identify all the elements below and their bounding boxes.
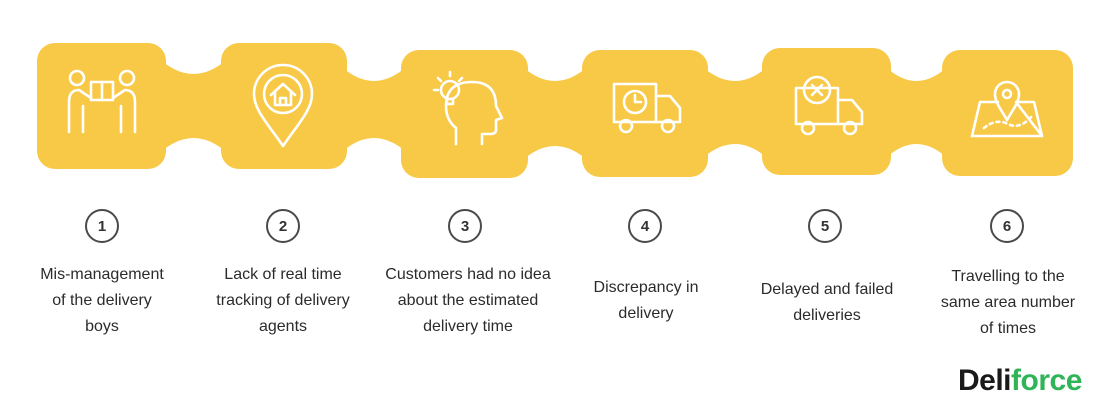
step-5-badge: 5 xyxy=(808,209,842,243)
step-3-badge: 3 xyxy=(448,209,482,243)
step-5-caption: Delayed and failed deliveries xyxy=(760,281,894,324)
step-6-badge: 6 xyxy=(990,209,1024,243)
puzzle-block-6 xyxy=(942,50,1073,176)
delivery-boys-icon xyxy=(67,69,137,134)
head-idea-bulb-icon xyxy=(432,70,504,146)
puzzle-block-4 xyxy=(582,50,708,177)
step-1-badge: 1 xyxy=(85,209,119,243)
step-2-badge: 2 xyxy=(266,209,300,243)
truck-cancel-icon xyxy=(794,75,864,136)
step-4-caption: Discrepancy in delivery xyxy=(593,279,699,322)
puzzle-connector-4 xyxy=(704,68,766,157)
puzzle-block-5 xyxy=(762,48,891,175)
step-3-caption: Customers had no idea about the estimate… xyxy=(385,266,551,335)
step-6-caption: Travelling to the same area number of ti… xyxy=(940,268,1076,337)
step-1-caption: Mis-management of the delivery boys xyxy=(40,266,164,335)
step-2-caption: Lack of real time tracking of delivery a… xyxy=(216,266,350,335)
puzzle-chain xyxy=(37,43,1073,178)
puzzle-connector-1 xyxy=(162,61,225,151)
puzzle-connector-3 xyxy=(524,68,586,159)
delivery-truck-clock-icon xyxy=(612,82,682,134)
puzzle-connector-2 xyxy=(343,68,405,151)
location-home-pin-icon xyxy=(252,63,314,148)
puzzle-block-3 xyxy=(401,50,528,178)
step-4-badge: 4 xyxy=(628,209,662,243)
puzzle-connector-5 xyxy=(887,68,946,157)
map-route-pin-icon xyxy=(970,80,1044,138)
